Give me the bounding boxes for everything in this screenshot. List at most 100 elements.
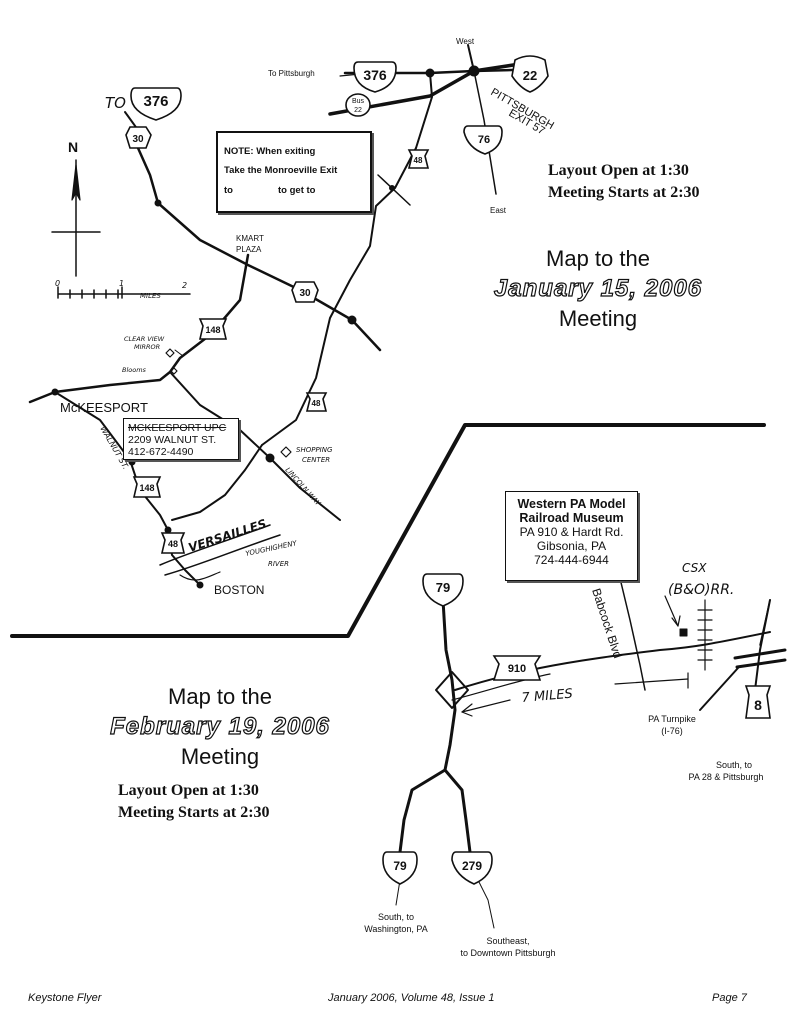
label-babcock: Babcock Blvd: [589, 587, 625, 660]
shield-number: 48: [312, 399, 321, 408]
landmark-marker: [280, 446, 292, 458]
address-line-3: 412-672-4490: [128, 446, 194, 458]
interstate-shield: [130, 87, 182, 121]
label-pa28-pittsburgh: PA 28 & Pittsburgh: [689, 772, 764, 782]
label-7-miles: 7 MILES: [521, 687, 573, 706]
shield-number: 376: [363, 67, 387, 83]
bus-shield-number: 22: [354, 107, 362, 114]
label-boston: BOSTON: [214, 583, 264, 597]
label-lincoln-way: LINCOLN WAY: [284, 466, 323, 508]
compass-arrow: [71, 164, 81, 201]
bus-shield: [345, 93, 371, 117]
address-line-1: MCKEESPORT UPC: [128, 422, 227, 434]
road-i79: [398, 598, 457, 854]
label-csx: CSX: [682, 561, 707, 575]
label-mirror: MIRROR: [134, 343, 160, 351]
scale-bar: [57, 286, 191, 299]
map1-title-line3: Meeting: [558, 306, 638, 331]
section-divider: [10, 423, 766, 638]
museum-box: Western PA Model Railroad Museum PA 910 …: [505, 491, 638, 581]
label-south-to-pa28: South, to: [716, 760, 752, 770]
label-center: CENTER: [302, 456, 330, 464]
map1-times: Layout Open at 1:30 Meeting Starts at 2:…: [548, 160, 700, 204]
label-washington: Washington, PA: [364, 924, 428, 934]
label-blooms: Blooms: [122, 366, 147, 374]
us-shield: [291, 281, 319, 303]
keystone-shield: [132, 476, 162, 498]
map2-layout-open: Layout Open at 1:30: [118, 782, 259, 799]
interstate-shield: [451, 851, 493, 885]
label-bo-railroad: (B&O)RR.: [668, 582, 734, 598]
note-to-get-to: to get to: [278, 185, 316, 196]
shield-number: 910: [508, 663, 526, 675]
landmark-marker: [165, 348, 175, 358]
keystone-shield: [198, 318, 228, 340]
map1-title-date: January 15, 2006: [493, 274, 703, 302]
label-leader: [477, 879, 495, 929]
road-east: [473, 70, 497, 195]
pointer-arrow: [174, 349, 184, 357]
road-148-south: [169, 371, 341, 521]
map2-title-date: February 19, 2006: [109, 712, 330, 740]
turnpike-pointer: [699, 667, 739, 711]
keystone-shield: [492, 655, 542, 681]
museum-name-2: Railroad Museum: [519, 511, 624, 525]
junction-dot: [196, 581, 204, 589]
museum-name-1: Western PA Model: [517, 497, 626, 511]
bus-shield-label: Bus: [352, 98, 365, 105]
road-us30: [136, 146, 382, 352]
museum-marker: [679, 628, 688, 637]
road-babcock: [617, 569, 646, 691]
road-south-pa28: [759, 599, 771, 646]
label-to: TO: [105, 94, 126, 112]
label-clear-view: CLEAR VIEW: [124, 335, 165, 343]
map2-title-line3: Meeting: [180, 744, 260, 769]
footer-page: Page 7: [712, 992, 747, 1004]
label-turnpike-num: (I-76): [661, 726, 683, 736]
junction-dot: [154, 199, 162, 207]
road-us22: [328, 62, 522, 116]
interchange: [435, 671, 469, 709]
keystone-shield: [407, 149, 430, 169]
road-walnut: [54, 391, 169, 531]
landmark-marker: [170, 367, 178, 375]
shield-number: 79: [393, 859, 407, 873]
note-line-1: NOTE: When exiting: [224, 146, 316, 157]
shield-number: 48: [168, 539, 178, 549]
address-line-2: 2209 WALNUT ST.: [128, 434, 217, 446]
label-east: East: [490, 206, 507, 215]
junction-dot: [164, 526, 172, 534]
label-youghiogheny: YOUGHIGHENY: [245, 539, 298, 558]
shield-number: 8: [754, 697, 762, 713]
shield-number: 30: [299, 288, 311, 299]
map2-title: Map to the February 19, 2006 Meeting: [90, 682, 350, 772]
road-bus22: [415, 72, 433, 149]
label-turnpike: PA Turnpike: [648, 714, 696, 724]
footer-publication: Keystone Flyer: [28, 992, 102, 1004]
distance-arrow: [614, 678, 689, 685]
road-pa910-parallel: [451, 673, 551, 701]
map1-title-line1: Map to the: [546, 246, 650, 271]
us-shield: [511, 55, 549, 93]
label-mckeesport: McKEESPORT: [60, 400, 148, 415]
keystone-shield: [305, 392, 328, 412]
river: [159, 524, 281, 576]
junction-dot: [51, 388, 59, 396]
road-48-south: [171, 444, 263, 521]
junction-dot: [389, 185, 395, 191]
mckeesport-address-box: MCKEESPORT UPC 2209 WALNUT ST. 412-672-4…: [123, 418, 239, 460]
road-pa-turnpike: [733, 648, 787, 669]
label-plaza: PLAZA: [236, 245, 262, 254]
note-line-2: Take the Monroeville Exit: [224, 165, 338, 176]
railroad: [697, 599, 713, 671]
museum-arrow: [664, 595, 679, 627]
shield-number: 279: [462, 859, 482, 873]
museum-address: PA 910 & Hardt Rd.: [519, 525, 624, 539]
interstate-shield: [463, 125, 503, 155]
junction-dot: [425, 68, 435, 78]
label-river: RIVER: [268, 560, 289, 568]
shield-number: 148: [205, 325, 220, 335]
label-downtown: to Downtown Pittsburgh: [460, 948, 555, 958]
shield-number: 76: [478, 134, 490, 146]
